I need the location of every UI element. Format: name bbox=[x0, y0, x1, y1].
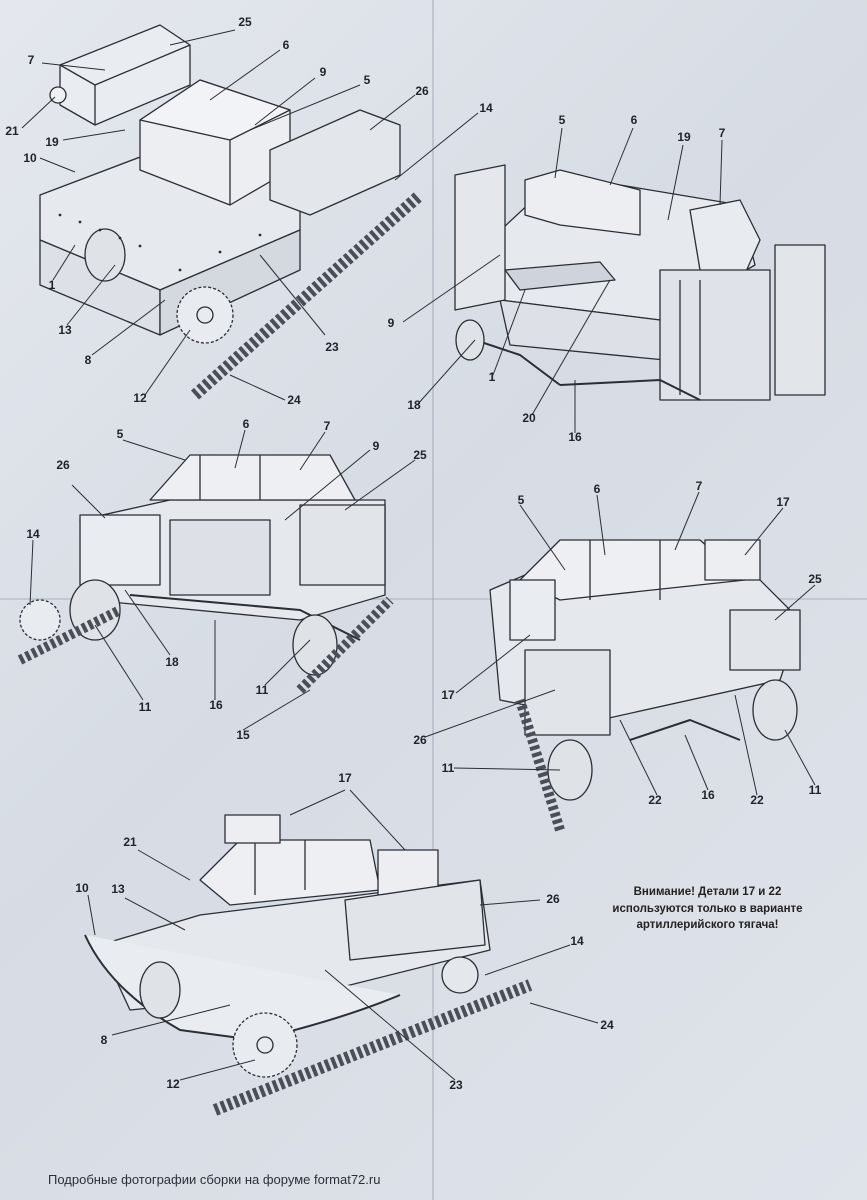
callout-v3-16: 16 bbox=[209, 698, 223, 712]
callout-v5-17: 17 bbox=[338, 771, 352, 785]
callout-v1-19: 19 bbox=[45, 135, 59, 149]
callout-v2-6: 6 bbox=[630, 113, 638, 127]
callout-v4-17b: 17 bbox=[441, 688, 455, 702]
warning-note-line-2: используются только в варианте bbox=[612, 902, 803, 915]
callout-v1-10: 10 bbox=[23, 151, 37, 165]
callout-v4-6: 6 bbox=[593, 482, 601, 496]
fold-line-vertical bbox=[432, 0, 434, 1200]
callout-v2-7: 7 bbox=[718, 126, 726, 140]
callout-v5-23: 23 bbox=[449, 1078, 463, 1092]
callout-v1-26: 26 bbox=[415, 84, 429, 98]
callout-v4-22b: 22 bbox=[750, 793, 764, 807]
callout-v1-6: 6 bbox=[282, 38, 290, 52]
callout-v1-7: 7 bbox=[27, 53, 35, 67]
callout-v4-25: 25 bbox=[808, 572, 822, 586]
callout-v1-8: 8 bbox=[84, 353, 92, 367]
callout-v2-19: 19 bbox=[677, 130, 691, 144]
fold-line-horizontal bbox=[0, 598, 867, 600]
callout-v5-14: 14 bbox=[570, 934, 584, 948]
drawing-view-middle-left bbox=[17, 429, 416, 731]
callout-v1-21: 21 bbox=[5, 124, 19, 138]
callout-v3-18: 18 bbox=[165, 655, 179, 669]
callout-v4-5: 5 bbox=[517, 493, 525, 507]
callout-v5-10: 10 bbox=[75, 881, 89, 895]
drawing-view-top-left bbox=[21, 24, 479, 401]
callout-v1-9: 9 bbox=[319, 65, 327, 79]
callout-v1-1: 1 bbox=[48, 278, 56, 292]
callout-v2-18: 18 bbox=[407, 398, 421, 412]
warning-note: Внимание! Детали 17 и 22 используются то… bbox=[585, 884, 830, 934]
callout-v4-11a: 11 bbox=[441, 761, 455, 775]
callout-v5-8: 8 bbox=[100, 1033, 108, 1047]
callout-v5-26: 26 bbox=[546, 892, 560, 906]
callout-v5-24: 24 bbox=[600, 1018, 614, 1032]
callout-v4-7: 7 bbox=[695, 479, 703, 493]
callout-v5-13: 13 bbox=[111, 882, 125, 896]
callout-v1-23: 23 bbox=[325, 340, 339, 354]
callout-v3-14: 14 bbox=[26, 527, 40, 541]
callout-v3-26: 26 bbox=[56, 458, 70, 472]
callout-v2-5: 5 bbox=[558, 113, 566, 127]
callout-v1-14: 14 bbox=[479, 101, 493, 115]
callout-v2-20: 20 bbox=[522, 411, 536, 425]
callout-v5-21: 21 bbox=[123, 835, 137, 849]
callout-v2-16: 16 bbox=[568, 430, 582, 444]
callout-v1-24: 24 bbox=[287, 393, 301, 407]
callout-v3-11a: 11 bbox=[138, 700, 152, 714]
callout-v3-9: 9 bbox=[372, 439, 380, 453]
callout-v4-11b: 11 bbox=[808, 783, 822, 797]
callout-v1-5: 5 bbox=[363, 73, 371, 87]
drawing-view-middle-right bbox=[424, 491, 816, 832]
callout-v4-26: 26 bbox=[413, 733, 427, 747]
callout-v4-22a: 22 bbox=[648, 793, 662, 807]
callout-v5-12: 12 bbox=[166, 1077, 180, 1091]
footer-forum-link-text: Подробные фотографии сборки на форуме fo… bbox=[48, 1172, 381, 1187]
callout-v1-25: 25 bbox=[238, 15, 252, 29]
callout-v3-15: 15 bbox=[236, 728, 250, 742]
warning-note-line-1: Внимание! Детали 17 и 22 bbox=[633, 886, 782, 898]
callout-v3-7: 7 bbox=[323, 419, 331, 433]
warning-note-line-3: артиллерийского тягача! bbox=[636, 919, 779, 932]
callout-v1-12: 12 bbox=[133, 391, 147, 405]
callout-v3-5: 5 bbox=[116, 427, 124, 441]
drawing-view-bottom bbox=[84, 789, 599, 1116]
callout-v2-1: 1 bbox=[488, 370, 496, 384]
callout-v1-13: 13 bbox=[58, 323, 72, 337]
callout-v4-17a: 17 bbox=[776, 495, 790, 509]
callout-v2-9: 9 bbox=[387, 316, 395, 330]
callout-v4-16: 16 bbox=[701, 788, 715, 802]
callout-v3-25: 25 bbox=[413, 448, 427, 462]
drawing-view-top-right bbox=[402, 127, 826, 433]
callout-v3-6: 6 bbox=[242, 417, 250, 431]
callout-v3-11b: 11 bbox=[255, 683, 269, 697]
